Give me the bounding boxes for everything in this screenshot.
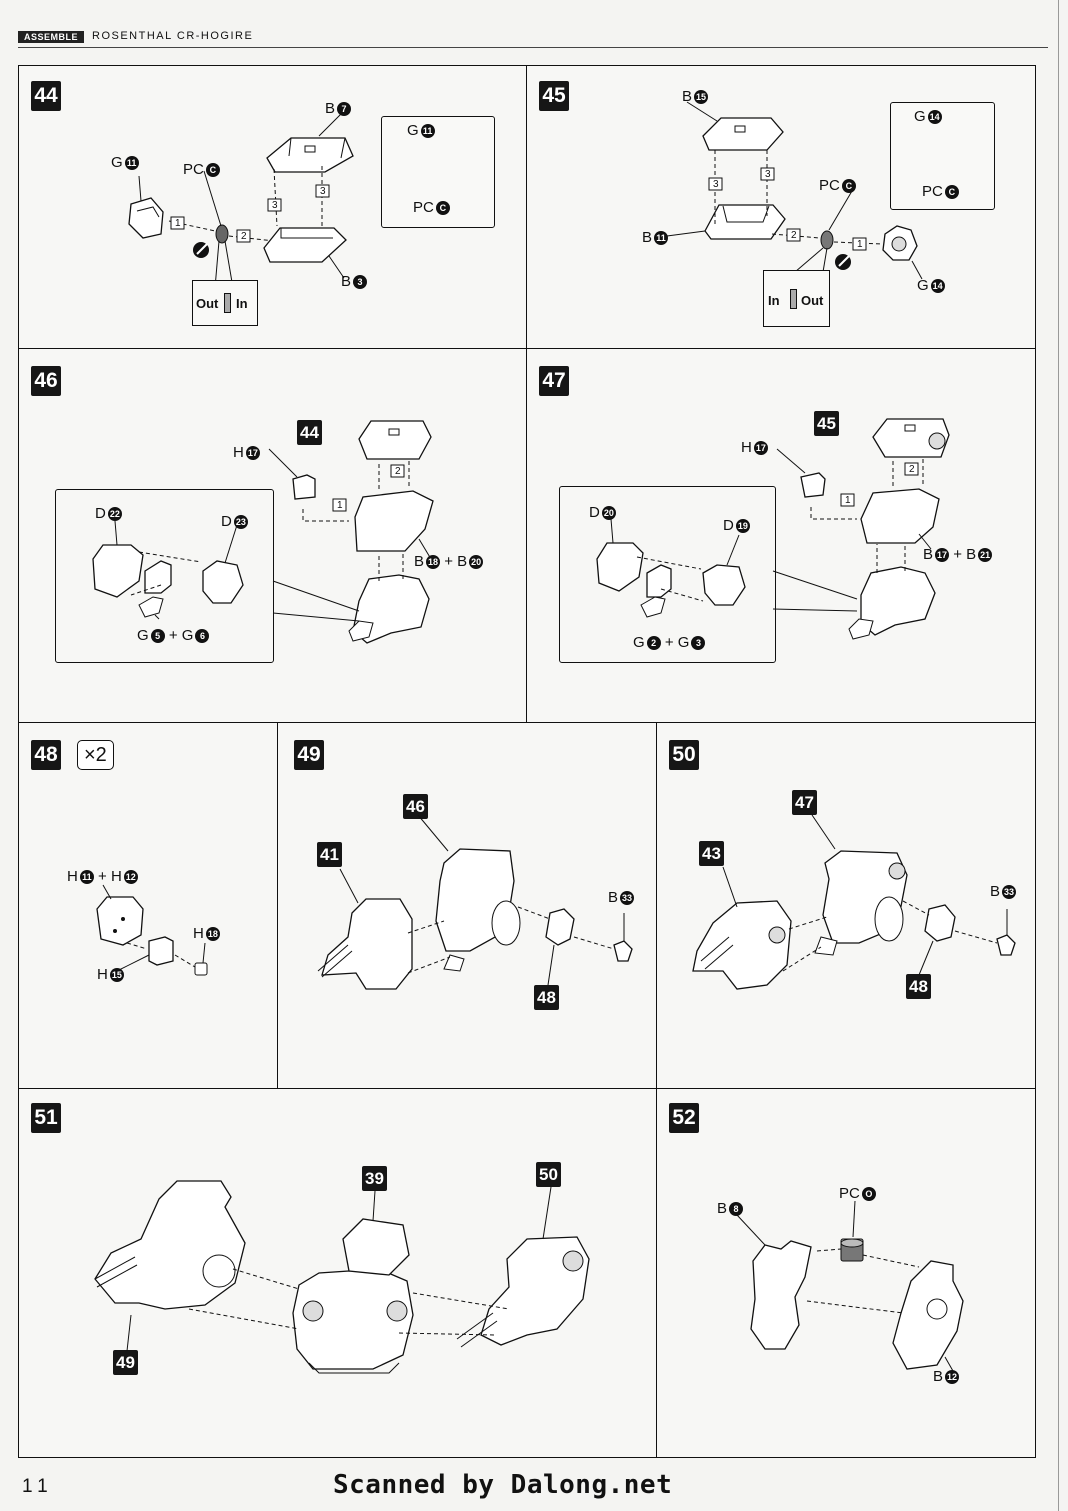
page-header: ASSEMBLE ROSENTHAL CR-HOGIRE <box>18 30 1048 44</box>
orientation-box: In Out <box>763 270 830 327</box>
step-44-illustration <box>128 110 468 289</box>
out-label: Out <box>196 296 219 311</box>
step-50-illustration <box>692 814 1016 990</box>
step-number: 46 <box>31 366 61 396</box>
step-51-panel: 51 39 50 49 <box>18 1088 658 1458</box>
ref-step-50: 50 <box>536 1162 561 1187</box>
step-46-illustration <box>92 420 434 644</box>
ref-step-46: 46 <box>403 794 428 819</box>
ref-step-39: 39 <box>362 1166 387 1191</box>
step-45-detail-inset <box>890 102 995 210</box>
sequence-number: 2 <box>791 230 797 241</box>
step-number: 45 <box>539 81 569 111</box>
in-label: In <box>768 293 780 308</box>
assemble-tag: ASSEMBLE <box>18 31 85 43</box>
step-47-illustration <box>596 418 950 640</box>
ref-step-49: 49 <box>113 1350 138 1375</box>
page-number: 11 <box>22 1476 54 1497</box>
step-47-detail-inset <box>559 486 776 663</box>
sequence-number: 1 <box>857 239 863 250</box>
sequence-number: 1 <box>845 495 851 506</box>
step-51-illustration <box>94 1180 590 1374</box>
sequence-number: 1 <box>175 218 181 229</box>
washer-icon <box>224 293 231 313</box>
header-title: ROSENTHAL CR-HOGIRE <box>92 30 254 42</box>
step-number: 49 <box>294 740 324 770</box>
step-number: 51 <box>31 1103 61 1133</box>
out-label: Out <box>801 293 824 308</box>
ref-step-45: 45 <box>814 411 839 436</box>
ref-step-41: 41 <box>317 842 342 867</box>
sequence-number: 2 <box>395 466 401 477</box>
ref-step-48: 48 <box>906 974 931 999</box>
step-46-panel: 46 44 H17 D22 D23 B18 + B20 G5 + G6 2 12 <box>18 348 528 723</box>
ref-step-48: 48 <box>534 985 559 1010</box>
in-label: In <box>236 296 248 311</box>
washer-icon <box>790 289 797 309</box>
ref-step-44: 44 <box>297 420 322 445</box>
step-number: 52 <box>669 1103 699 1133</box>
ref-step-43: 43 <box>699 841 724 866</box>
sequence-number: 3 <box>765 169 771 180</box>
step-46-detail-inset <box>55 489 274 663</box>
step-49-illustration <box>317 814 633 990</box>
ref-step-47: 47 <box>792 790 817 815</box>
sequence-number: 3 <box>272 200 278 211</box>
step-number: 44 <box>31 81 61 111</box>
step-52-illustration <box>736 1200 964 1372</box>
header-rule <box>18 47 1048 48</box>
sequence-number: 3 <box>320 186 326 197</box>
sequence-number: 2 <box>241 231 247 242</box>
orientation-box: Out In <box>192 280 258 326</box>
page-edge-mark <box>1058 0 1064 1511</box>
step-number: 48 <box>31 740 61 770</box>
sequence-number: 2 <box>909 464 915 475</box>
step-48-illustration <box>96 884 208 976</box>
quantity-x2: ×2 <box>77 740 114 770</box>
step-number: 50 <box>669 740 699 770</box>
scan-credit: Scanned by Dalong.net <box>333 1470 673 1500</box>
sequence-number: 3 <box>713 179 719 190</box>
sequence-number: 1 <box>337 500 343 511</box>
step-number: 47 <box>539 366 569 396</box>
